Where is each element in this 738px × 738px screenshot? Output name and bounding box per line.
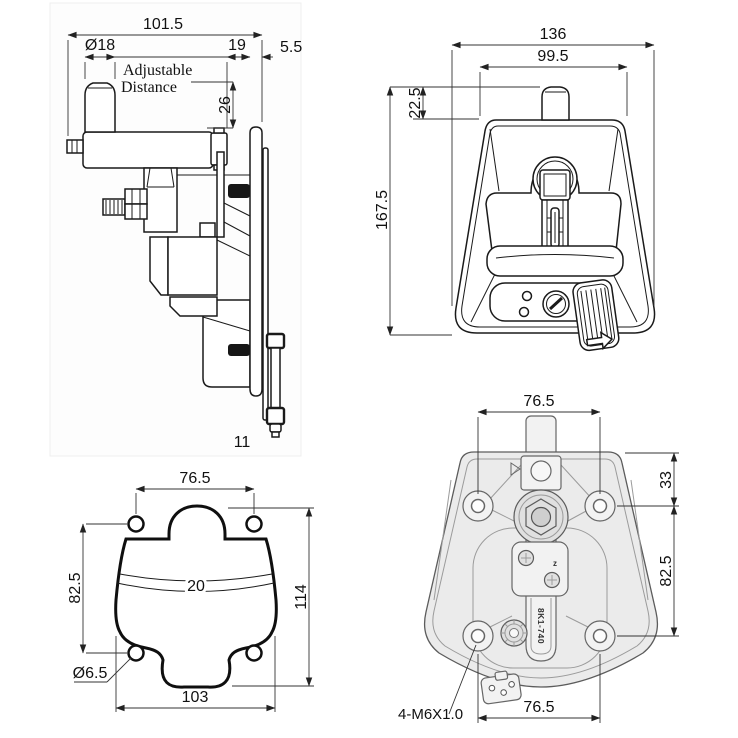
thread-hole-bottom-right (592, 628, 608, 644)
mounting-panel (249, 126, 263, 397)
adjust-screw-tip (66, 139, 84, 154)
dim-rear-top-to-holes: 33 (658, 471, 675, 489)
latch-body (143, 167, 178, 233)
rivet (521, 290, 533, 302)
striker-top-cap (265, 332, 286, 350)
callout-thread-spec: 4-M6X1.0 (398, 706, 463, 723)
press-arrow-icon (585, 331, 614, 351)
thread-hole-top-left (470, 498, 486, 514)
bumper-upper (228, 184, 250, 198)
mounting-hole-top-left (127, 515, 145, 533)
bottom-bracket (480, 670, 522, 705)
mounting-hole-bottom-right (245, 644, 263, 662)
mount-plate (216, 151, 225, 238)
lock-nut-upper (124, 188, 148, 205)
dim-rear-hole-spacing-side: 82.5 (658, 555, 675, 586)
dim-side-arm-to-panel: 19 (228, 37, 246, 54)
part-marking-label: 8K1-740 (536, 608, 546, 644)
top-stud (541, 86, 570, 121)
dim-cutout-height: 114 (293, 584, 310, 610)
dim-front-top-width: 99.5 (537, 48, 568, 65)
dim-side-overall-width: 101.5 (143, 16, 183, 33)
cam-arm (82, 131, 214, 169)
rear-view: z 8K1-740 76.5 33 82.5 (398, 393, 679, 723)
housing-column (202, 299, 251, 388)
housing-block (167, 236, 218, 296)
cutout-view: 20 76.5 82.5 114 103 Ø6.5 (67, 470, 314, 712)
mounting-hole-top-right (245, 515, 263, 533)
note-adjustable-line2: Distance (121, 79, 177, 96)
note-adjustable-line1: Adjustable (123, 62, 192, 79)
striker-bar (270, 347, 281, 409)
lock-nut-lower (124, 203, 148, 220)
dim-front-overall-width: 136 (540, 26, 567, 43)
dim-side-bottom: 11 (234, 434, 251, 451)
side-view: 101.5 Ø18 19 5.5 Adjustable Distance 26 … (66, 16, 302, 451)
dim-front-knob-height: 22.5 (407, 87, 424, 118)
mounting-hole-bottom-left (127, 644, 145, 662)
paddle-handle-bar[interactable] (486, 245, 624, 277)
striker-bottom-cap (265, 406, 286, 426)
dim-cutout-hole-spacing-side: 82.5 (67, 572, 84, 603)
thread-hole-top-right (592, 498, 608, 514)
detail-triangle (510, 462, 521, 476)
dim-side-adjustable-range: 26 (217, 96, 234, 114)
dim-cutout-band-width: 20 (187, 578, 205, 595)
front-view: 136 99.5 22.5 167.5 (374, 26, 656, 352)
latch-bracket-plate (511, 541, 569, 597)
thumb-paddle[interactable] (572, 279, 620, 352)
latch-pawl (84, 82, 116, 133)
dim-cutout-width: 103 (182, 689, 209, 706)
key-slot (548, 296, 564, 311)
panel-cutout-outline (114, 504, 278, 689)
detail-mark-label: z (553, 559, 557, 568)
dim-cutout-hole-spacing-top: 76.5 (179, 470, 210, 487)
thread-hole-bottom-left (470, 628, 486, 644)
dim-rear-hole-spacing-top: 76.5 (523, 393, 554, 410)
rivet (518, 306, 530, 318)
dim-cutout-hole-diameter: Ø6.5 (73, 665, 108, 682)
dim-side-pin-diameter: Ø18 (85, 37, 115, 54)
dim-front-overall-height: 167.5 (374, 190, 391, 230)
dim-side-panel-thickness: 5.5 (280, 39, 302, 56)
dim-rear-hole-spacing-bottom: 76.5 (523, 699, 554, 716)
bumper-lower (228, 344, 250, 356)
